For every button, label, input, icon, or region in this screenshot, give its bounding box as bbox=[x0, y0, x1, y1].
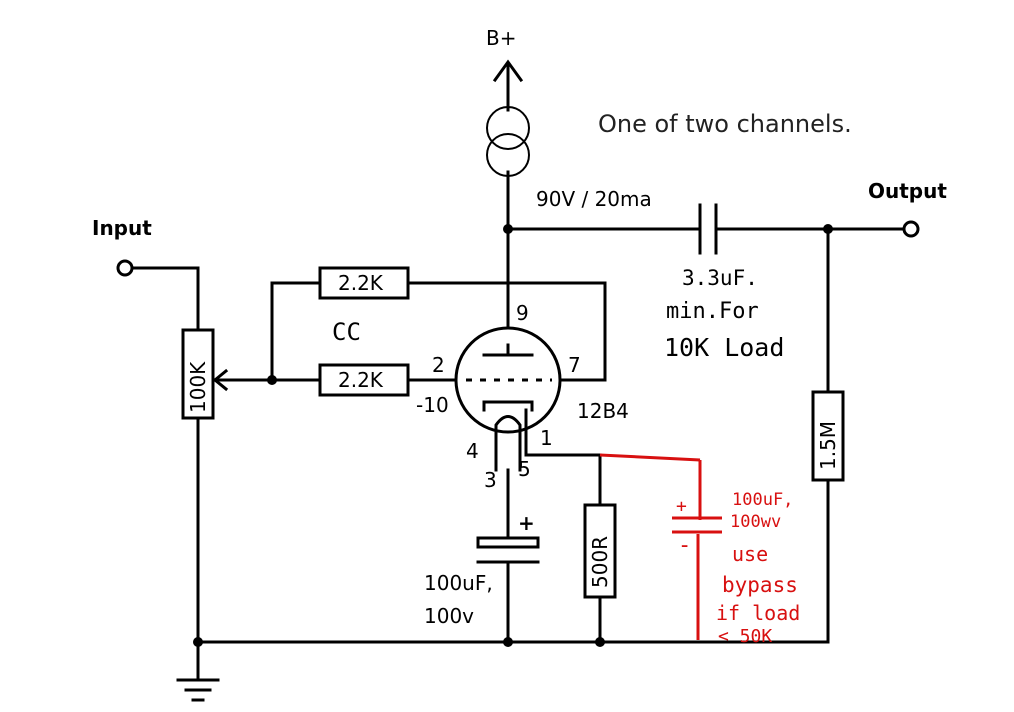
coupling-cap-note-1: 3.3uF. bbox=[682, 266, 758, 290]
vacuum-tube-symbol bbox=[454, 326, 562, 472]
tube-type: 12B4 bbox=[577, 399, 629, 423]
coupling-capacitor bbox=[698, 203, 718, 255]
pot-value: 100K bbox=[186, 361, 210, 413]
input-terminal[interactable] bbox=[116, 259, 134, 277]
pin-3: 3 bbox=[484, 468, 497, 492]
output-resistor-value: 1.5M bbox=[816, 421, 840, 470]
red-minus-sign: - bbox=[678, 533, 691, 558]
feedback-resistor-top bbox=[318, 266, 410, 300]
red-plus-sign: + bbox=[676, 496, 687, 517]
output-terminal[interactable] bbox=[902, 220, 920, 238]
supply-label: B+ bbox=[486, 26, 516, 50]
cathode-resistor bbox=[583, 503, 617, 599]
feedback-resistor-top-value: 2.2K bbox=[338, 271, 384, 295]
cc-note: CC bbox=[332, 318, 361, 346]
cathode-bypass-capacitor bbox=[476, 536, 540, 564]
red-bypass-annotation bbox=[599, 453, 722, 640]
pin-9: 9 bbox=[516, 301, 529, 325]
red-note-line-3: use bbox=[732, 542, 768, 566]
input-label: Input bbox=[92, 216, 152, 240]
cathode-cap-voltage: 100v bbox=[424, 604, 474, 628]
cathode-cap-value: 100uF, bbox=[424, 571, 493, 595]
red-note-line-4: bypass bbox=[722, 573, 798, 597]
cap-polarity-plus: + bbox=[518, 511, 535, 535]
pin-4: 4 bbox=[466, 439, 479, 463]
grid-resistor-value: 2.2K bbox=[338, 368, 384, 392]
pin-2: 2 bbox=[432, 353, 445, 377]
pin-7: 7 bbox=[568, 353, 581, 377]
current-source-symbol bbox=[486, 106, 530, 177]
ground-symbol bbox=[176, 678, 220, 702]
plate-supply-label: 90V / 20ma bbox=[536, 187, 652, 211]
pin-5: 5 bbox=[518, 457, 531, 481]
output-label: Output bbox=[868, 179, 947, 203]
volume-potentiometer bbox=[181, 328, 232, 420]
red-note-line-6: < 50K bbox=[718, 626, 772, 647]
red-note-line-1: 100uF, bbox=[732, 490, 793, 510]
pin-10: -10 bbox=[416, 393, 449, 417]
coupling-cap-note-3: 10K Load bbox=[664, 333, 784, 362]
coupling-cap-note-2: min.For bbox=[666, 299, 759, 324]
channel-note: One of two channels. bbox=[598, 110, 852, 138]
cathode-resistor-value: 500R bbox=[588, 536, 612, 588]
red-note-line-5: if load bbox=[716, 601, 800, 625]
red-note-line-2: 100wv bbox=[730, 512, 781, 532]
supply-arrow bbox=[492, 59, 524, 83]
grid-resistor bbox=[318, 363, 410, 397]
junction-dots bbox=[193, 224, 833, 647]
output-resistor bbox=[811, 390, 845, 482]
pin-1: 1 bbox=[540, 426, 553, 450]
